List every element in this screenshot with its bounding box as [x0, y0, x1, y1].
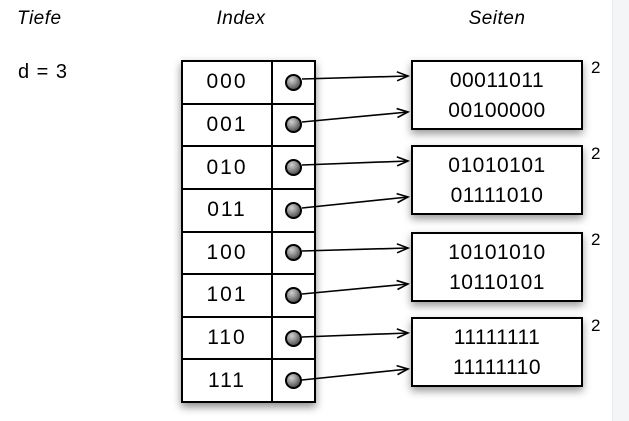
page-box: 00011011 00100000: [411, 60, 583, 130]
pointer-dot-icon: [285, 116, 302, 134]
directory-row: 110: [183, 315, 314, 359]
pointer-dot-icon: [285, 73, 302, 91]
global-depth-value: d = 3: [18, 61, 69, 83]
pointer-cell: [273, 105, 314, 146]
page-box: 11111111 11111110: [411, 317, 583, 387]
directory-table: 000 001 010 011 100 101 110 111: [181, 60, 316, 403]
directory-entry-label: 110: [183, 317, 273, 359]
directory-row: 100: [183, 230, 314, 274]
pointer-cell: [273, 275, 314, 316]
directory-entry-label: 101: [183, 275, 273, 316]
pointer-cell: [273, 190, 314, 231]
arrow: [301, 107, 411, 123]
page-edge-strip: [612, 0, 629, 421]
page-value: 00100000: [448, 99, 546, 122]
page-value: 11111110: [452, 356, 542, 379]
directory-row: 000: [183, 62, 314, 103]
directory-entry-label: 010: [183, 147, 273, 188]
arrow: [301, 243, 411, 254]
depth-heading: Tiefe: [17, 8, 62, 29]
page-box: 10101010 10110101: [411, 232, 583, 302]
arrow: [301, 279, 411, 295]
directory-row: 011: [183, 187, 314, 231]
pointer-cell: [273, 360, 314, 401]
page-box: 01010101 01111010: [411, 145, 583, 215]
pointer-cell: [273, 62, 314, 103]
pages-heading: Seiten: [468, 8, 526, 29]
page-value: 01010101: [448, 154, 546, 177]
directory-row: 010: [183, 145, 314, 188]
directory-entry-label: 011: [183, 189, 273, 231]
page-value: 10101010: [448, 241, 546, 264]
page-value: 11111111: [453, 326, 541, 349]
pointer-dot-icon: [285, 159, 302, 177]
page-value: 10110101: [449, 271, 545, 294]
page-value: 00011011: [449, 69, 545, 92]
directory-entry-label: 001: [183, 104, 273, 146]
local-depth-badge: 2: [591, 144, 601, 163]
arrow: [301, 156, 411, 167]
local-depth-badge: 2: [591, 230, 601, 249]
arrow: [301, 192, 411, 209]
pointer-cell: [273, 318, 314, 359]
directory-entry-label: 100: [183, 232, 273, 274]
arrow: [301, 328, 411, 339]
pointer-dot-icon: [285, 372, 302, 390]
directory-entry-label: 111: [183, 360, 273, 401]
arrow: [301, 71, 411, 82]
directory-row: 101: [183, 273, 314, 316]
directory-row: 111: [183, 358, 314, 401]
directory-row: 001: [183, 102, 314, 146]
arrow: [301, 364, 411, 381]
directory-entry-label: 000: [183, 62, 273, 103]
local-depth-badge: 2: [591, 58, 601, 77]
page-value: 01111010: [450, 184, 544, 207]
index-heading: Index: [216, 8, 266, 29]
pointer-cell: [273, 233, 314, 274]
pointer-dot-icon: [285, 201, 302, 219]
pointer-dot-icon: [285, 286, 302, 304]
local-depth-badge: 2: [591, 316, 601, 335]
pointer-cell: [273, 147, 314, 188]
pointer-dot-icon: [285, 329, 302, 347]
pointer-dot-icon: [285, 244, 302, 262]
